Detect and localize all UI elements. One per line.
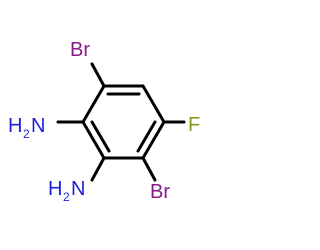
atom-label-sub-upper: 2 [23, 127, 30, 141]
atom-label-n-lower: N [71, 178, 85, 200]
atom-label-sub-lower: 2 [63, 190, 70, 204]
amine-group-lower: H 2 N [48, 178, 85, 204]
bond-double-inner-right [136, 120, 157, 153]
amine-group-upper: H 2 N [8, 115, 45, 141]
bond-ring-c2-c3 [141, 84, 166, 124]
atom-label-n-upper: N [31, 115, 45, 137]
bond-double-inner-left [90, 120, 111, 153]
bond-ring-c5-c6 [81, 120, 106, 160]
bond-nh2-lower [90, 156, 106, 182]
bond-br-top [90, 62, 106, 88]
atom-label-h-upper: H [8, 115, 22, 137]
bond-ring-c6-c1 [81, 84, 106, 124]
structure-diagram: Br F Br H 2 N H 2 N [8, 39, 200, 204]
benzene-ring [81, 84, 166, 160]
atom-label-br-bottom: Br [150, 181, 170, 203]
atom-label-f: F [188, 114, 200, 136]
atom-label-h-lower: H [48, 178, 62, 200]
bond-ring-c3-c4 [141, 120, 166, 160]
bond-br-bottom [141, 156, 157, 182]
molecule-svg: Br F Br H 2 N H 2 N [8, 39, 200, 204]
atom-label-br-top: Br [70, 39, 90, 61]
